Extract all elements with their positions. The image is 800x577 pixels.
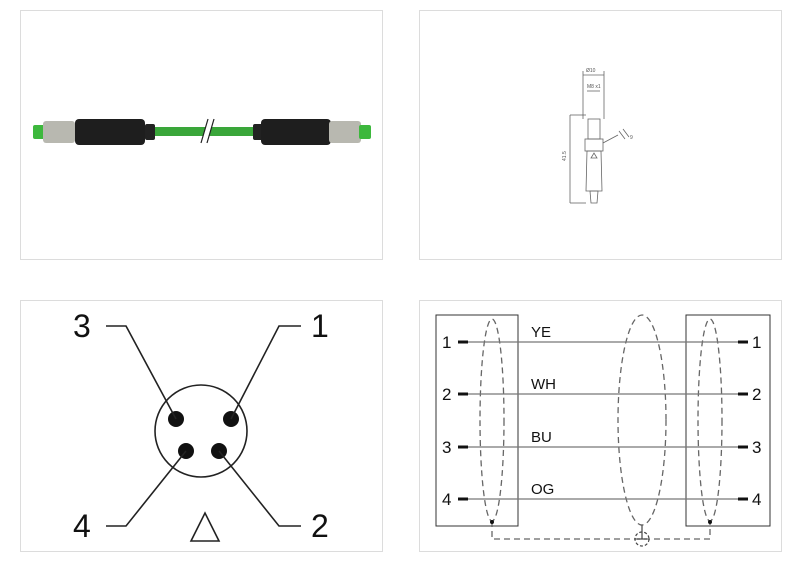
right-connector-tip xyxy=(359,125,371,139)
thread-label: M8 x1 xyxy=(587,84,601,90)
right-connector-box xyxy=(685,314,771,527)
coding-triangle xyxy=(189,511,221,542)
left-connector-box xyxy=(435,314,519,527)
wire-color-label: BU xyxy=(531,429,552,446)
connector-face xyxy=(154,384,248,478)
dimension-drawing: Ø10 M8 x1 41.5 9 xyxy=(562,68,633,204)
pin-label-1: 1 xyxy=(311,308,329,344)
right-pin-number: 1 xyxy=(752,333,761,352)
right-pin-number: 4 xyxy=(752,490,761,509)
wire-color-label: OG xyxy=(531,481,554,498)
wire-color-label: YE xyxy=(531,324,551,341)
ground-symbol xyxy=(634,525,650,547)
pin-label-3: 3 xyxy=(73,308,91,344)
dimension-drawing-panel: Ø10 M8 x1 41.5 9 xyxy=(419,10,782,260)
left-pin-number: 3 xyxy=(442,438,451,457)
left-pin-number: 1 xyxy=(442,333,451,352)
pin-layout-panel: 3 1 4 2 xyxy=(20,300,383,552)
cable-image xyxy=(33,118,371,145)
left-pin-number: 2 xyxy=(442,385,451,404)
pin-label-2: 2 xyxy=(311,508,329,544)
left-coupling-nut xyxy=(43,121,75,143)
right-pin-number: 2 xyxy=(752,385,761,404)
wire-color-label: WH xyxy=(531,376,556,393)
diameter-label: Ø10 xyxy=(586,68,596,74)
product-photo-panel xyxy=(20,10,383,260)
wiring-diagram: 1 1 YE 2 2 WH 3 3 BU 4 4 OG xyxy=(435,314,771,547)
left-connector-tip xyxy=(33,125,45,139)
length-label: 41.5 xyxy=(562,151,568,161)
wiring-diagram-panel: 1 1 YE 2 2 WH 3 3 BU 4 4 OG xyxy=(419,300,782,552)
right-overmold xyxy=(261,119,331,145)
left-overmold xyxy=(75,119,145,145)
right-coupling-nut xyxy=(329,121,361,143)
pin-layout-diagram: 3 1 4 2 xyxy=(73,308,329,544)
left-pin-number: 4 xyxy=(442,490,451,509)
wrench-size-label: 9 xyxy=(630,135,633,141)
pin-label-4: 4 xyxy=(73,508,91,544)
right-pin-number: 3 xyxy=(752,438,761,457)
